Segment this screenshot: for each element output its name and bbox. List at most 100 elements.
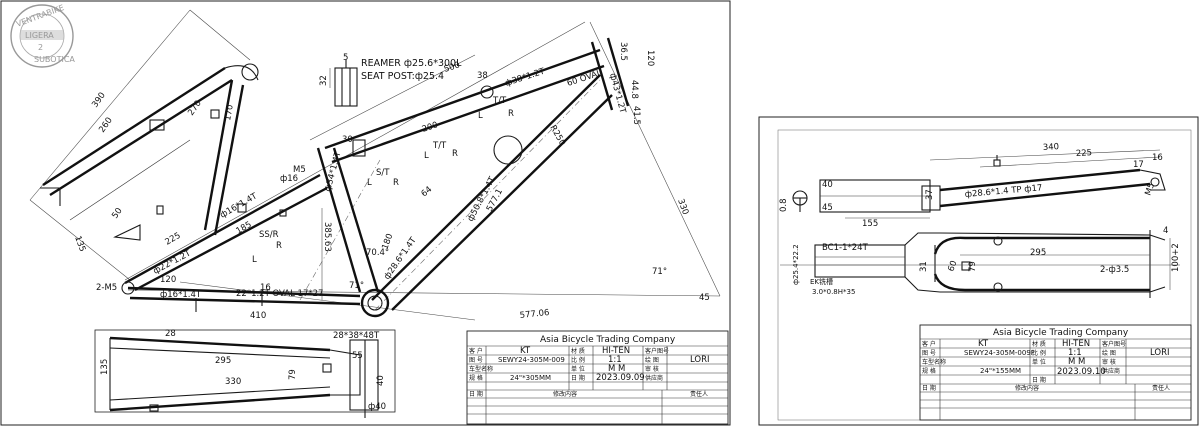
fork-top-view xyxy=(780,230,1180,298)
dim-38: 38 xyxy=(477,71,488,81)
chainstay-oval-spec: 22*1.2T OVAL 17*27 xyxy=(236,289,323,299)
dim-120b: 120 xyxy=(645,50,655,66)
r-label-1: R xyxy=(508,109,514,119)
fork-sheet-border xyxy=(758,116,1199,426)
dim-270: 270 xyxy=(186,99,204,118)
date-fork: 2023.09.10 xyxy=(1057,367,1106,377)
drawing-no-frame: SEWY24-305M-009 xyxy=(498,356,565,364)
l-label-2: L xyxy=(424,151,429,161)
date-frame: 2023.09.09 xyxy=(596,373,645,383)
unit-frame: M M xyxy=(608,364,625,374)
drawn-label-fork: 绘 图 xyxy=(1102,349,1116,357)
fork-dim-79: 79 xyxy=(968,261,978,272)
dim-55: 55 xyxy=(352,351,363,361)
material-label-fork: 材 质 xyxy=(1032,340,1046,348)
angle-71: 71° xyxy=(652,267,667,277)
unit-fork: M M xyxy=(1068,357,1085,367)
dim-41-5: 41.5 xyxy=(631,106,641,125)
stamp-number: 2 xyxy=(38,43,43,52)
fork-dim-17: 17 xyxy=(1133,160,1144,170)
fork-dim-08: 0.8 xyxy=(779,198,789,212)
unit-label-frame: 单 位 xyxy=(571,365,585,373)
spec-label-frame: 规 格 xyxy=(469,374,483,382)
scale-fork: 1:1 xyxy=(1068,348,1082,358)
dim-30: 30 xyxy=(342,135,353,145)
scale-label-fork: 比 例 xyxy=(1032,349,1046,357)
company-name-fork: Asia Bicycle Trading Company xyxy=(993,328,1129,338)
seatpost-label: SEAT POST:ф25.4 xyxy=(361,71,444,82)
title-block-fork: Asia Bicycle Trading Company 客 户 KT 材 质 … xyxy=(919,324,1192,421)
r-label-2: R xyxy=(452,149,458,159)
dim-410: 410 xyxy=(250,311,266,321)
fork-dim-60: 60 xyxy=(946,259,959,273)
dim-260: 260 xyxy=(97,116,115,135)
l-label-1: L xyxy=(478,111,483,121)
top-tube-spec: ф38*1.2T xyxy=(504,66,547,88)
rev-label-fork: 修改内容 xyxy=(1015,384,1039,392)
m5-label: M5 xyxy=(293,165,306,175)
dim-44-8: 44.8 xyxy=(629,80,639,99)
stamp-top-text: VENTRABIKE xyxy=(15,3,65,29)
dim-225: 225 xyxy=(164,231,183,248)
dim-120: 120 xyxy=(160,275,176,285)
customer-no-label-frame: 客户图号 xyxy=(645,347,669,355)
dim-295: 295 xyxy=(215,356,231,366)
tt-label-1: T/T xyxy=(492,96,507,106)
rear-stay-detail xyxy=(40,63,259,241)
fork-dim-222: ф25.4*22.2 xyxy=(792,244,800,285)
dim-28: 28 xyxy=(165,329,176,339)
dim-phi40: ф40 xyxy=(368,402,386,412)
bb-spec: 28*38*48T xyxy=(333,331,380,341)
fork-side-view xyxy=(792,149,1166,219)
drawn-label-frame: 绘 图 xyxy=(645,356,659,364)
drawing-no-fork: SEWY24-305M-009F xyxy=(964,349,1035,357)
scale-frame: 1:1 xyxy=(608,355,622,365)
dim-200: 200 xyxy=(421,120,440,135)
title-block-frame: Asia Bicycle Trading Company 客 户 KT 材 质 … xyxy=(466,330,729,425)
fork-m5: M5 xyxy=(1143,182,1157,197)
drawing-no-label-fork: 图 号 xyxy=(922,350,936,357)
dim-330: 330 xyxy=(675,198,690,217)
l-label-4: L xyxy=(252,255,257,265)
model-label-fork: 车型名称 xyxy=(922,358,946,366)
scale-label-frame: 比 例 xyxy=(571,356,585,364)
fork-dim-16: 16 xyxy=(1152,153,1163,163)
drawing-no-label-frame: 图 号 xyxy=(469,357,483,364)
frame-sheet-border xyxy=(0,0,731,426)
customer-no-label-fork: 客户图号 xyxy=(1102,340,1126,348)
dim-64: 64 xyxy=(420,185,435,200)
dim-135b: 135 xyxy=(100,359,110,375)
fork-dim-225: 225 xyxy=(1076,148,1093,159)
dim-385: 385.63 xyxy=(322,222,332,252)
spec-frame: 24"*305MM xyxy=(510,374,551,382)
unit-label-fork: 单 位 xyxy=(1032,358,1046,366)
angle-71b: 71° xyxy=(349,281,364,291)
stamp-bottom-text: SUBOTICA xyxy=(34,55,75,64)
fork-dim-45: 45 xyxy=(822,203,833,213)
chainstay-tube-spec: ф16*1.4T xyxy=(160,290,202,300)
material-fork: HI-TEN xyxy=(1062,339,1090,349)
dim-577: 577.06 xyxy=(519,308,550,321)
fork-dim-295: 295 xyxy=(1030,248,1046,258)
fork-thread-label: 3.0*0.8H*35 xyxy=(812,288,855,296)
stamp-mid-text: LIGERA xyxy=(25,31,54,40)
fork-dim-100: 100+2 xyxy=(1171,243,1181,272)
spec-label-fork: 规 格 xyxy=(922,367,936,375)
dim-185: 185 xyxy=(235,220,254,237)
fork-ek-label: EK铣槽 xyxy=(810,277,833,286)
review-label-frame: 审 核 xyxy=(645,365,659,373)
inspection-stamp: VENTRABIKE LIGERA SUBOTICA 2 xyxy=(10,3,75,68)
dim-45: 45 xyxy=(699,293,710,303)
fork-dim-155: 155 xyxy=(862,219,878,229)
reamer-label: REAMER ф25.6*300L xyxy=(361,58,462,69)
rev-date-label-fork: 日 期 xyxy=(922,384,936,392)
model-label-frame: 车型名称 xyxy=(469,365,493,373)
dim-330-cs: 330 xyxy=(225,377,241,387)
drawn-fork: LORI xyxy=(1150,348,1170,358)
dim-40: 40 xyxy=(376,375,386,386)
tt-label-2: T/T xyxy=(432,141,447,151)
supplier-label-frame: 供应商 xyxy=(645,374,663,382)
dim-500: 500 xyxy=(443,60,462,75)
ss-label: SS/R xyxy=(259,230,279,240)
